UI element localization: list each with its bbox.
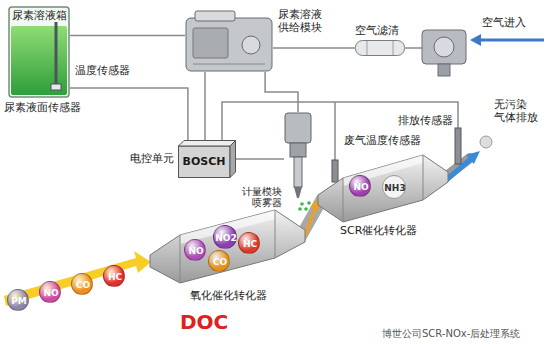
molecule-ball: NO [349,175,371,197]
connector-line [70,88,188,140]
scr-catalyst: SCR催化转化器 NO NH3 [318,150,448,238]
doc-seam [180,235,181,283]
connector-line [204,72,206,140]
sensor-label: 废气温度传感器 [344,134,421,147]
molecule-text: HC [239,233,261,255]
temperature-probe [55,22,58,86]
molecule-ball: CO [208,250,230,272]
connector-line [273,47,355,49]
scr-seam [343,178,344,222]
module-housing [186,18,272,71]
molecule-text: PM [8,290,30,312]
molecule-text: NO [185,240,207,262]
doc-title: DOC [180,310,228,334]
molecule-ball: NO [39,281,61,303]
doc-seam [275,210,276,258]
ecu-side [230,141,236,178]
molecule-ball: NO2 [213,225,237,249]
molecule-ball: HC [103,265,125,287]
node-heading: SCR催化转化器 [340,224,450,238]
level-float [51,84,61,90]
watermark: 博世公司SCR-NOx-后处理系统 [382,328,520,340]
doc-catalyst: 氧化催化转化器 NO NO2CO HC [150,205,305,305]
sensor-label: 温度传感器 [75,64,130,77]
urea-spray [298,207,302,211]
connector-line [265,72,298,112]
node-heading: 尿素溶液箱 [8,9,70,23]
supply-module: 尿素溶液 供给模块 [185,10,273,72]
urea-spray [300,202,304,206]
scr-canister [318,155,448,222]
molecule-text: NO [350,176,372,198]
urea-spray [307,201,311,205]
connector-line [70,35,185,37]
doc-canister [150,210,305,283]
meter-stem [294,157,302,187]
filter-body [356,41,405,56]
meter-head [285,113,311,143]
clean-gas-molecule [480,136,492,148]
tank-wall [9,7,69,97]
scr-seam [423,155,424,200]
molecule-ball: NO [184,239,206,261]
molecule-text: NO [40,282,62,304]
air-inflow-arrow [480,39,544,42]
connector-line [236,158,284,160]
molecule-text: CO [72,274,94,296]
meter-valve [290,143,306,157]
air-inflow-arrowhead [470,34,481,46]
urea-tank: 尿素溶液箱 [8,6,70,98]
molecule-ball: NH3 [382,175,406,199]
molecule-text: NH3 [383,176,407,200]
flow-label: 空气进入 [482,16,526,29]
sensor-wire [222,102,458,140]
sensor-label: 排放传感器 [398,114,453,127]
exhaust-temp-sensor [332,160,338,182]
node-heading: 电控单元 [116,152,174,166]
module-top [195,11,235,21]
module-panel [193,28,228,58]
molecule-ball: PM [7,289,29,311]
module-rib [193,64,265,65]
brand-text: BOSCH [178,146,230,178]
ecu-top [179,141,236,147]
dosing-module: 计量模块 喷雾器 [284,112,312,198]
molecule-text: NO2 [214,226,238,250]
node-heading: 尿素溶液 供给模块 [278,8,328,34]
dosing-module-shape [284,112,312,198]
sensor-wire [334,102,336,160]
nox-sensor [455,128,461,164]
node-heading: 计量模块 喷雾器 [234,186,282,208]
molecule-ball: HC [238,232,260,254]
urea-spray [304,207,308,211]
module-pump [242,36,260,54]
flow-label: 无污染 气体排放 [494,98,540,124]
sensor-label: 尿素液面传感器 [4,101,81,114]
clean-gas-arrowhead [466,151,480,164]
air-line [405,47,422,49]
air-filter: 空气滤清 [355,40,405,56]
control-unit: 电控单元BOSCH [178,140,236,178]
air-pump-head [434,37,454,57]
meter-nozzle [294,187,302,198]
molecule-text: HC [104,266,126,288]
filter-ring [393,41,394,55]
node-heading: 空气滤清 [355,24,415,38]
supply-module-shape [185,10,273,72]
urea-liquid [11,26,67,95]
connector-line [305,200,318,236]
ecu-front [179,146,231,178]
molecule-ball: CO [71,273,93,295]
molecule-text: CO [209,251,231,273]
air-filter-shape [355,40,405,56]
air-pump [422,30,466,64]
air-pump-base [438,64,450,76]
filter-ring [367,41,368,55]
node-heading: 氧化催化转化器 [190,289,300,303]
